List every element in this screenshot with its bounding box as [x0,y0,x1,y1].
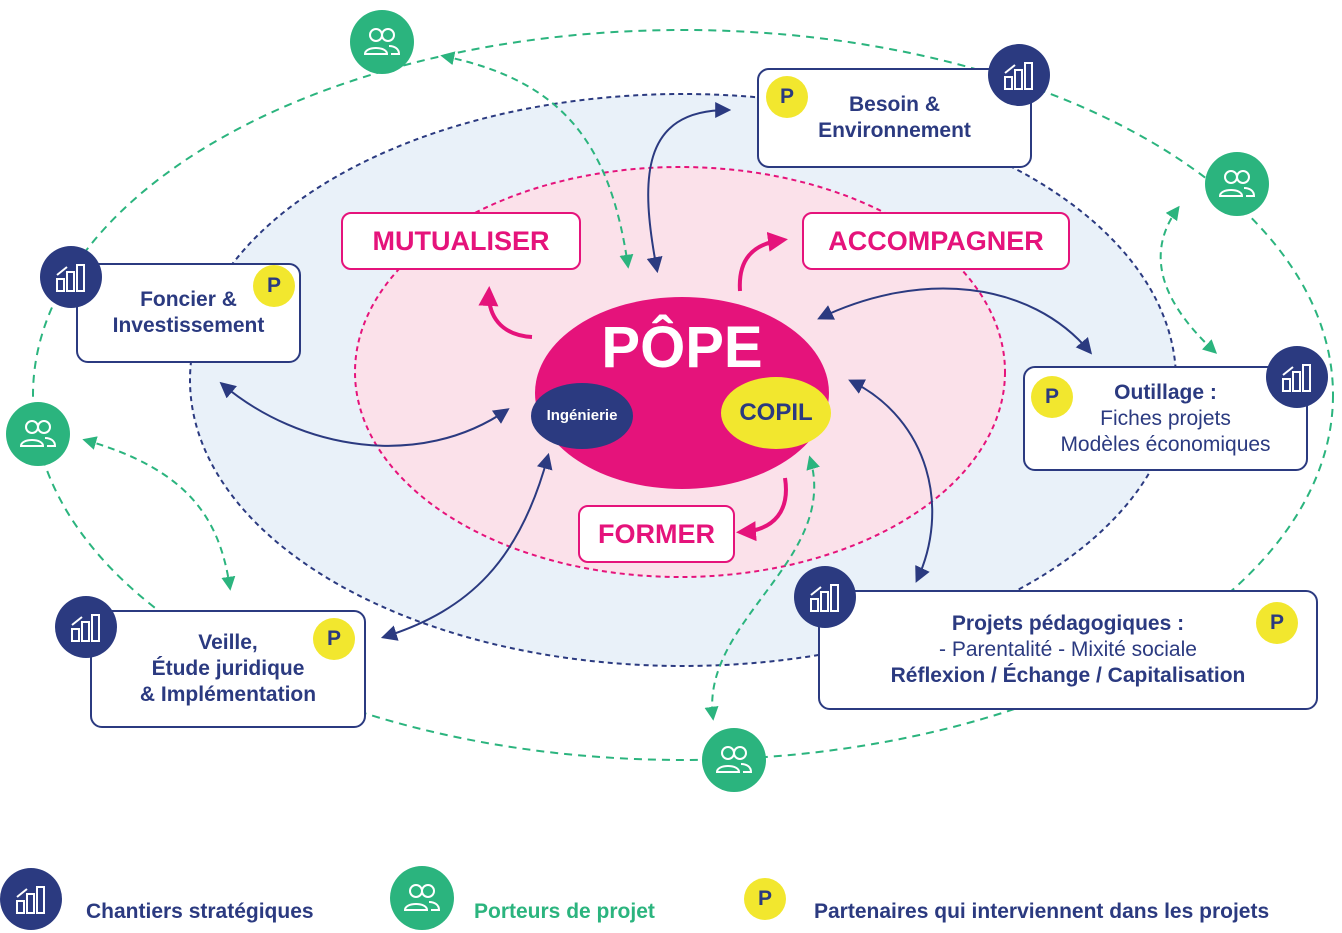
partner-badge-besoin: P [766,76,808,118]
people-icon [1205,152,1269,216]
outillage-line1: Outillage : [1114,380,1217,404]
veille-line2: Étude juridique [151,657,305,680]
arrow-veille [380,452,553,641]
veille-line3: & Implémentation [139,683,317,706]
chart-growth-icon [40,246,102,308]
legend-chantiers: Chantiers stratégiques [86,900,314,923]
projets-line2: - Parentalité - Mixité sociale [939,638,1197,661]
outer-porteurs-ring [32,29,1334,761]
people-icon [702,728,766,792]
ingenierie-ellipse [531,383,633,449]
legend-porteurs: Porteurs de projet [474,900,655,923]
outillage-line2: Fiches projets [1100,406,1231,430]
projets-line1: Projets pédagogiques : [951,612,1185,635]
legend-partner-badge: P [744,878,786,920]
projets-line3: Réflexion / Échange / Capitalisation [890,664,1246,687]
chart-growth-icon [1266,346,1328,408]
projets-box: Projets pédagogiques : - Parentalité - M… [818,590,1318,710]
arrow-accompagner [737,231,788,292]
mutualiser-box: MUTUALISER [341,212,581,270]
arrow-besoin [646,102,732,274]
veille-box: Veille, Étude juridique & Implémentation [90,610,366,728]
accompagner-box: ACCOMPAGNER [802,212,1070,270]
green-arrow-top [440,51,634,269]
foncier-line1: Foncier & [140,288,237,311]
foncier-line2: Investissement [112,314,265,337]
people-icon [390,866,454,930]
outillage-line3: Modèles économiques [1060,432,1271,456]
partner-badge-projets: P [1256,602,1298,644]
partner-badge-foncier: P [253,265,295,307]
arrow-projets [848,379,934,583]
besoin-line2: Environnement [818,119,971,142]
people-icon [350,10,414,74]
arrow-mutualiser [478,286,533,339]
green-arrow-bottom [704,455,820,721]
former-box: FORMER [578,505,735,563]
legend-partenaires: Partenaires qui interviennent dans les p… [814,900,1270,923]
partner-badge-veille: P [313,618,355,660]
outillage-box: Outillage : Fiches projets Modèles écono… [1023,366,1308,471]
green-arrow-left [82,436,236,591]
pope-title: PÔPE [601,315,763,380]
copil-label: COPIL [739,399,813,426]
ingenierie-label: Ingénierie [546,407,618,424]
people-icon [6,402,70,466]
arrow-outillage [817,287,1093,355]
copil-ellipse [721,377,831,449]
chart-growth-icon [0,868,62,930]
chart-growth-icon [55,596,117,658]
veille-line1: Veille, [198,631,258,654]
chart-growth-icon [794,566,856,628]
besoin-line1: Besoin & [848,93,940,116]
arrow-foncier [219,381,510,447]
chart-growth-icon [988,44,1050,106]
partner-badge-outillage: P [1031,376,1073,418]
